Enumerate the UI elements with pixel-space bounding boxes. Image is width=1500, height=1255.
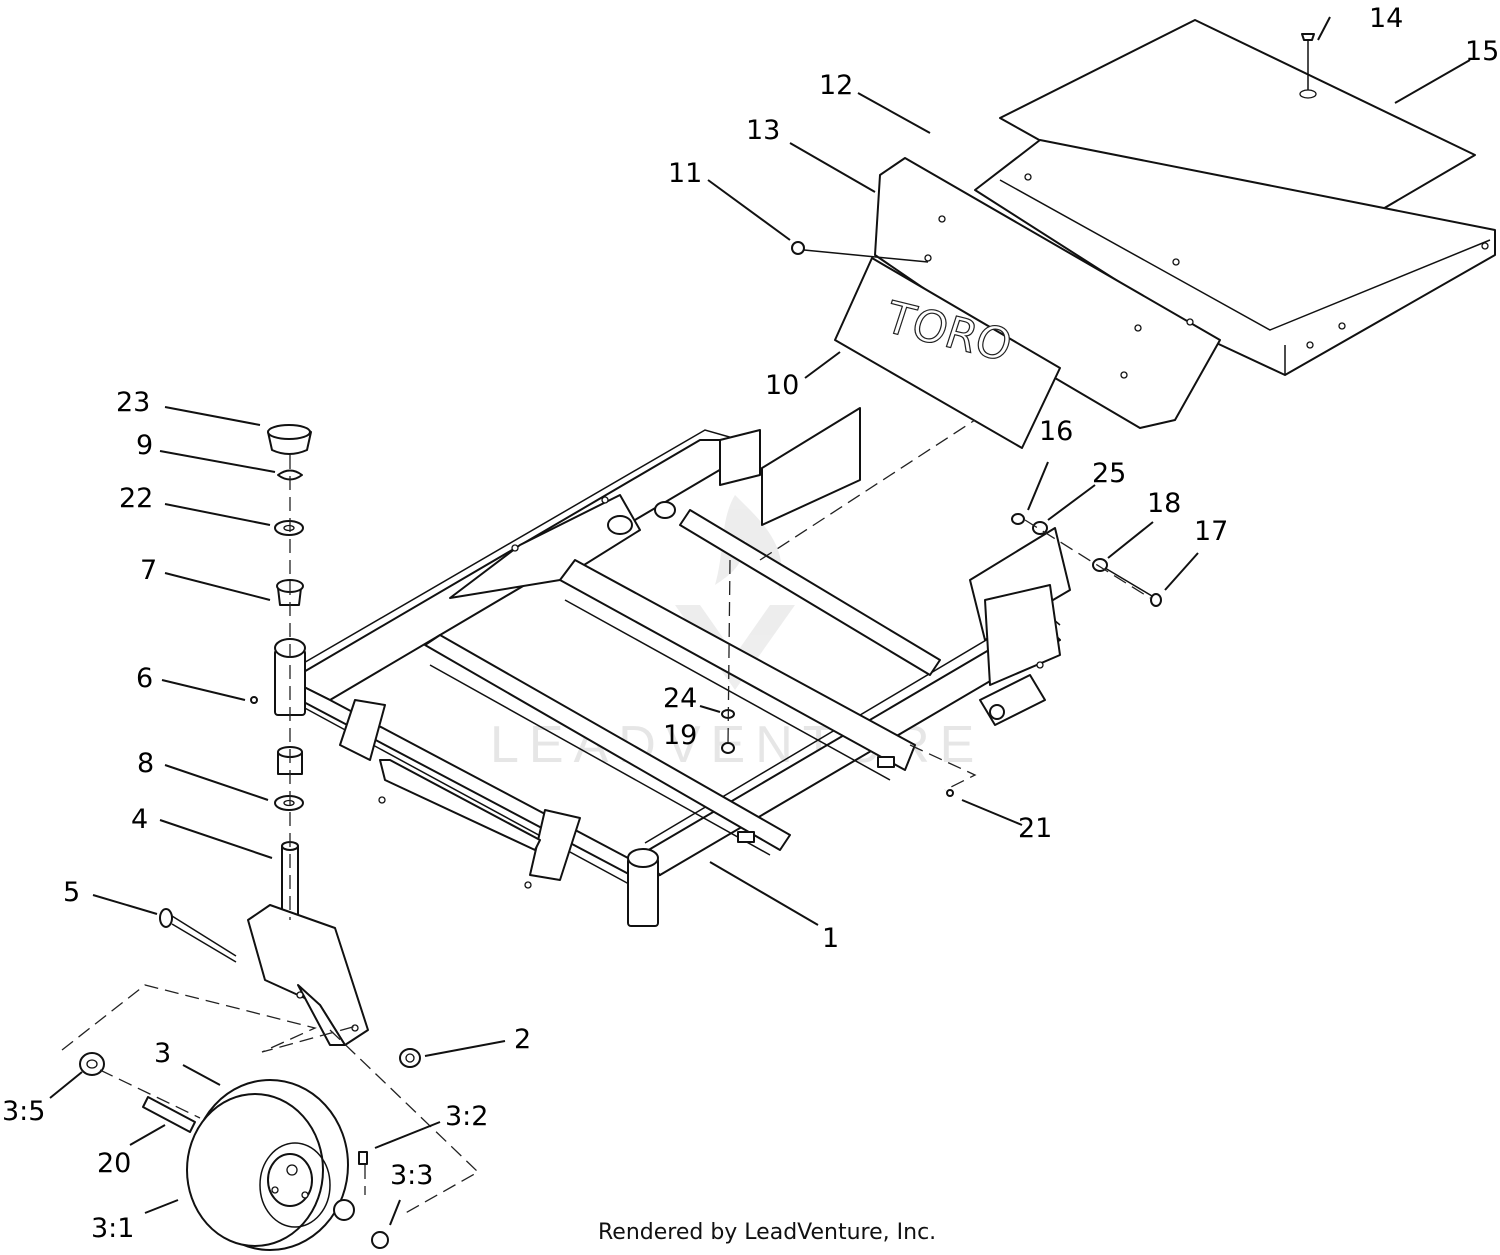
callout-1: 1 [822, 923, 840, 954]
callout-20: 20 [97, 1148, 132, 1179]
callout-16: 16 [1039, 416, 1074, 447]
part-9-retaining-ring [277, 469, 303, 481]
part-10-toro-decal: TORO [834, 257, 1061, 449]
part-7-upper-bushing [276, 579, 304, 606]
callout-3: 3 [154, 1038, 172, 1069]
part-3-caster-wheel [186, 1079, 349, 1251]
callout-5: 5 [63, 877, 81, 908]
part-1-frame [274, 407, 1071, 927]
callout-2: 2 [514, 1024, 532, 1055]
callout-13: 13 [746, 115, 781, 146]
callout-10: 10 [765, 370, 800, 401]
part-3-2-grease-fitting [358, 1151, 368, 1165]
callout-18: 18 [1147, 488, 1182, 519]
part-2-nut [399, 1048, 421, 1068]
callout-17: 17 [1194, 516, 1229, 547]
callout-19: 19 [663, 720, 698, 751]
part-13-front-plate [874, 157, 1221, 429]
callout-14: 14 [1369, 3, 1404, 34]
callout-12: 12 [819, 70, 854, 101]
callout-6: 6 [136, 663, 154, 694]
callout-3-3: 3:3 [390, 1160, 434, 1191]
callout-4: 4 [131, 804, 149, 835]
part-23-dust-cap [267, 424, 312, 455]
part-5-bolt [159, 908, 237, 963]
callout-3-5: 3:5 [2, 1096, 46, 1127]
part-6-grease-fitting [250, 696, 258, 704]
callout-leaders [49, 16, 1471, 1226]
callout-11: 11 [668, 158, 703, 189]
callout-15: 15 [1465, 36, 1500, 67]
part-3-5-axle-nut [79, 1052, 105, 1076]
part-20-spacer [142, 1096, 196, 1133]
callout-23: 23 [116, 387, 151, 418]
callout-3-2: 3:2 [445, 1101, 489, 1132]
part-22-washer [274, 520, 304, 536]
callout-3-1: 3:1 [91, 1213, 135, 1244]
part-3-3-bearing-bolt [333, 1199, 389, 1249]
part-21-grease-fitting [946, 789, 954, 797]
alignment-lines [61, 419, 1151, 1216]
callout-25: 25 [1092, 458, 1127, 489]
part-8-lower-bushing [274, 746, 304, 811]
callout-9: 9 [136, 430, 154, 461]
watermark-logo [675, 495, 795, 690]
rendered-by-footer: Rendered by LeadVenture, Inc. [598, 1220, 937, 1245]
part-14-screw [1301, 33, 1315, 90]
part-11-screw [791, 241, 929, 263]
part-4-caster-fork [247, 841, 369, 1046]
callout-21: 21 [1018, 813, 1053, 844]
callout-8: 8 [137, 748, 155, 779]
callout-7: 7 [140, 555, 158, 586]
part-16-25-18-17-hardware [1011, 513, 1162, 607]
callout-22: 22 [119, 483, 154, 514]
callout-24: 24 [663, 683, 698, 714]
